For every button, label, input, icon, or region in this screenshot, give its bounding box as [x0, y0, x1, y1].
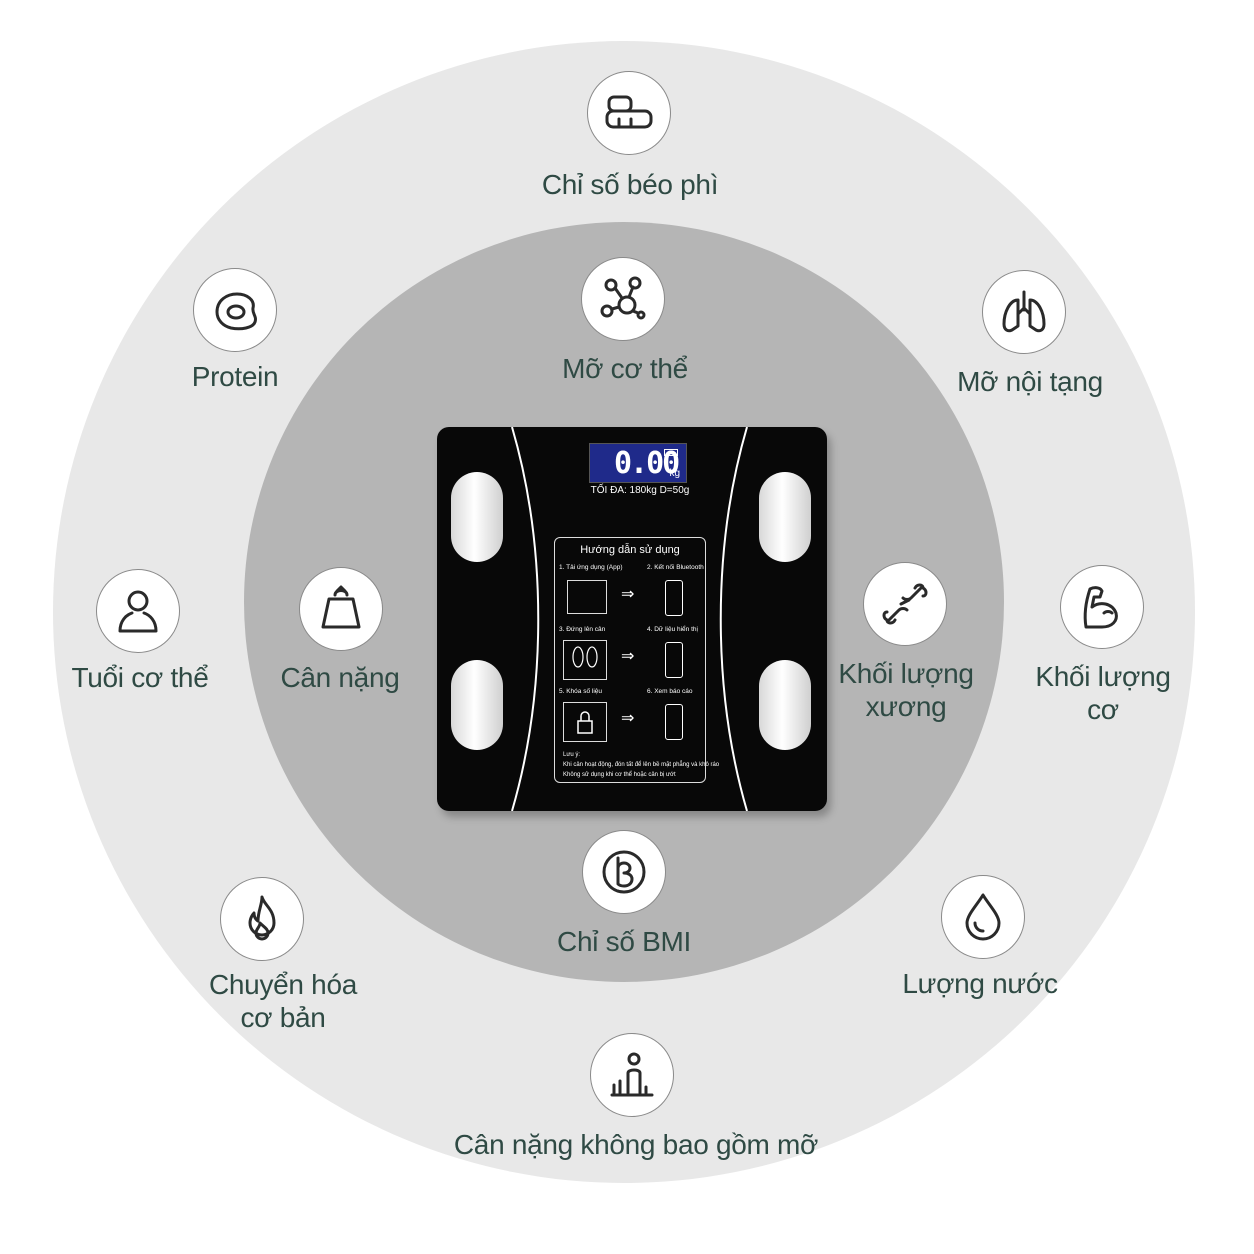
guide-note-1: Khi cân hoạt động, đón tất để lên bề mặt…	[563, 762, 720, 768]
label-body-age: Tuổi cơ thể	[71, 662, 209, 693]
battery-icon	[664, 449, 678, 456]
lcd-unit: kg	[669, 468, 680, 479]
scale-spec: TỐI ĐA: 180kg D=50g	[590, 485, 690, 496]
bone-joint-icon	[863, 562, 947, 646]
smart-scale: 0.00 kg TỐI ĐA: 180kg D=50g Hướng dẫn sử…	[437, 427, 827, 811]
label-body-fat: Mỡ cơ thể	[562, 353, 688, 384]
guide-note-2: Không sử dụng khi cơ thể hoặc cân bị ướt	[563, 772, 676, 778]
label-bmr-1: Chuyển hóa	[208, 969, 357, 1000]
phone-icon	[665, 704, 683, 740]
label-visceral-fat: Mỡ nội tạng	[957, 366, 1103, 397]
label-bmi: Chỉ số BMI	[557, 926, 691, 957]
electrode-pad-top-right	[759, 472, 811, 562]
guide-title: Hướng dẫn sử dụng	[580, 544, 680, 556]
electrode-pad-top-left	[451, 472, 503, 562]
label-muscle-mass-1: Khối lượng	[1035, 661, 1171, 692]
label-bone-mass-1: Khối lượng	[838, 658, 974, 689]
guide-step-1: 1. Tải ứng dụng (App)	[559, 564, 623, 571]
label-muscle-mass-2: cơ	[1087, 694, 1119, 725]
person-icon	[96, 569, 180, 653]
label-bmr-2: cơ bản	[240, 1002, 326, 1033]
arrow-icon: ⇒	[621, 648, 635, 665]
label-protein: Protein	[191, 361, 279, 392]
egg-icon	[193, 268, 277, 352]
label-lean-mass: Cân nặng không bao gồm mỡ	[453, 1129, 819, 1160]
muscle-arm-icon	[1060, 565, 1144, 649]
label-bone-mass-2: xương	[865, 691, 947, 722]
b-letter-icon	[582, 830, 666, 914]
arrow-icon: ⇒	[621, 586, 635, 603]
guide-step-2: 2. Kết nối Bluetooth	[647, 564, 704, 571]
usage-guide: Hướng dẫn sử dụng 1. Tải ứng dụng (App) …	[554, 537, 719, 783]
molecule-icon	[581, 257, 665, 341]
lcd-value: 0.00	[614, 446, 680, 481]
guide-step-6: 6. Xem báo cáo	[647, 688, 693, 695]
guide-step-3: 3. Đứng lên cân	[559, 626, 606, 633]
water-drop-icon	[941, 875, 1025, 959]
scale-curves	[511, 427, 748, 811]
weight-bag-icon	[299, 567, 383, 651]
guide-step-5: 5. Khóa số liệu	[559, 688, 603, 695]
guide-note-title: Lưu ý:	[563, 752, 581, 758]
guide-step-4: 4. Dữ liệu hiển thị	[647, 626, 698, 633]
electrode-pad-bottom-left	[451, 660, 503, 750]
scale-block-icon	[587, 71, 671, 155]
phone-icon	[665, 642, 683, 678]
arrow-icon: ⇒	[621, 710, 635, 727]
lcd-display: 0.00 kg	[589, 443, 687, 483]
phone-icon	[665, 580, 683, 616]
lock-icon	[563, 702, 607, 742]
app-screen-icon	[567, 580, 607, 614]
footprints-icon	[563, 640, 607, 680]
flame-icon	[220, 877, 304, 961]
label-obesity-index: Chỉ số béo phì	[541, 169, 719, 200]
label-weight: Cân nặng	[280, 662, 400, 693]
electrode-pad-bottom-right	[759, 660, 811, 750]
lungs-icon	[982, 270, 1066, 354]
body-bars-icon	[590, 1033, 674, 1117]
label-water: Lượng nước	[902, 968, 1058, 999]
